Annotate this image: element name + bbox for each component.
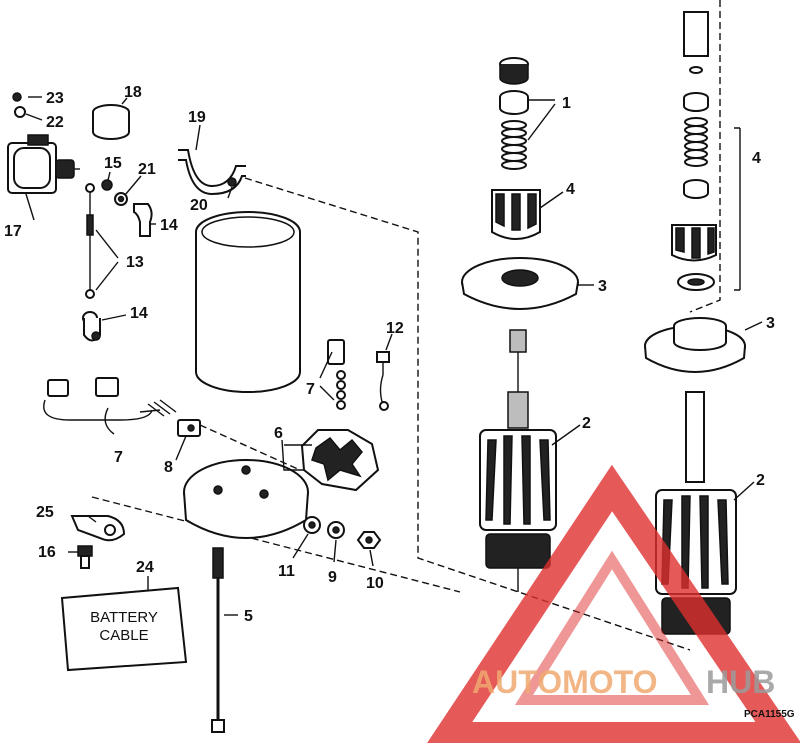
callout-14-lower: 14 [130, 305, 148, 322]
callout-21: 21 [138, 161, 156, 178]
watermark-logo: AUTOMOTO HUB [427, 464, 800, 743]
pinion-4-left-part [491, 189, 541, 240]
end-plate-3-left-part [461, 257, 579, 310]
washer-9-part [327, 521, 345, 539]
end-cap-part [183, 459, 309, 539]
brush-7-left-part [43, 377, 177, 421]
callout-22: 22 [46, 114, 64, 131]
callout-2-left: 2 [582, 415, 591, 432]
callout-12: 12 [386, 320, 404, 337]
armature-2-left-part [479, 391, 557, 592]
screw-22-part [14, 106, 26, 118]
callout-4-right: 4 [752, 150, 761, 167]
callout-6: 6 [274, 425, 283, 442]
clip-8-part [177, 419, 201, 437]
callout-24: 24 [136, 559, 154, 576]
drive-parts-1-part [499, 57, 529, 170]
leader-lines [25, 96, 763, 616]
screw-23-part [12, 92, 22, 102]
solenoid-17-part [7, 134, 80, 194]
washer-21-part [114, 192, 128, 206]
callout-1: 1 [562, 95, 571, 112]
end-plate-3-right-part [644, 317, 746, 373]
clamp-25-part [70, 515, 126, 542]
callout-4-left: 4 [566, 181, 575, 198]
brush-7-right-part [327, 339, 346, 410]
callout-2-right: 2 [756, 472, 765, 489]
battery-cable-24-part: BATTERY CABLE [60, 586, 188, 672]
brush-holder-6-part [300, 429, 380, 492]
callout-labels: 23 22 18 19 15 21 17 20 14 13 14 1 4 3 4… [4, 84, 795, 720]
lead-13-part [85, 183, 95, 299]
callout-3-right: 3 [766, 315, 775, 332]
callout-8: 8 [164, 459, 173, 476]
callout-10: 10 [366, 575, 384, 592]
nut-10-part [356, 531, 382, 549]
callout-20: 20 [190, 197, 208, 214]
callout-14-upper: 14 [160, 217, 178, 234]
battery-cable-line2: CABLE [99, 627, 148, 644]
callout-7-left: 7 [114, 449, 123, 466]
screw-12-part [376, 351, 390, 411]
callout-13: 13 [126, 254, 144, 271]
assembly-dashed-lines [91, 0, 721, 651]
screw-16-part [77, 545, 93, 569]
boot-14-upper-part [133, 203, 153, 237]
callout-17: 17 [4, 223, 22, 240]
callout-7-right: 7 [306, 381, 315, 398]
callout-19: 19 [188, 109, 206, 126]
battery-cable-line1: BATTERY [90, 609, 158, 626]
callout-5: 5 [244, 608, 253, 625]
callout-11: 11 [278, 563, 295, 580]
ring-18-part [92, 104, 130, 140]
callout-25: 25 [36, 504, 54, 521]
watermark-text-part1: AUTOMOTO [472, 664, 657, 700]
drive-parts-4-right-part [671, 11, 717, 291]
through-bolt-5-part [211, 547, 225, 733]
boot-14-lower-part [82, 311, 101, 342]
frame-housing-part [195, 211, 301, 393]
callout-3-left: 3 [598, 278, 607, 295]
watermark-text-part2: HUB [706, 664, 775, 700]
bracket-19-part [178, 149, 246, 196]
callout-18: 18 [124, 84, 142, 101]
washer-11-part [303, 516, 321, 534]
callout-15: 15 [104, 155, 122, 172]
shaft-spring-left-part [509, 329, 527, 392]
callout-16: 16 [38, 544, 56, 561]
callout-23: 23 [46, 90, 64, 107]
nut-15-part [101, 179, 113, 191]
screw-20-part [227, 177, 237, 187]
callout-9: 9 [328, 569, 337, 586]
drawing-code: PCA1155G [744, 709, 795, 720]
